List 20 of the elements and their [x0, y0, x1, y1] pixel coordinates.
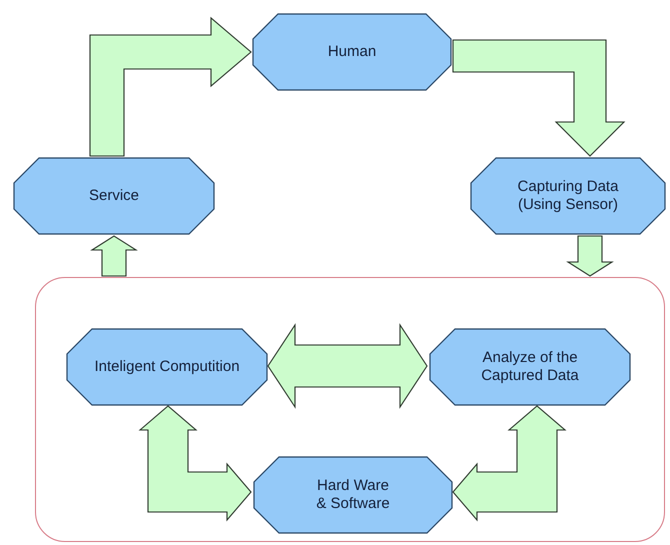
node-label: Inteligent Computition: [93, 358, 241, 376]
block-arrow: [566, 235, 614, 277]
process-octagon: [429, 328, 631, 406]
node-label: Hard Ware & Software: [316, 477, 390, 513]
node-label: Service: [88, 187, 140, 205]
block-arrow: [90, 235, 138, 277]
node-label: Human: [326, 43, 378, 61]
block-arrow: [452, 39, 626, 157]
process-octagon: [13, 157, 215, 235]
process-octagon: [253, 456, 453, 534]
node-label: Capturing Data (Using Sensor): [516, 178, 620, 214]
block-arrow: [138, 405, 252, 522]
process-octagon: [470, 157, 666, 235]
block-arrow: [89, 16, 252, 157]
group-frame: [35, 277, 665, 542]
process-octagon: [66, 328, 268, 406]
process-octagon: [252, 13, 452, 91]
node-label: Analyze of the Captured Data: [480, 349, 580, 385]
block-arrow: [452, 405, 566, 522]
block-arrow: [267, 323, 428, 409]
